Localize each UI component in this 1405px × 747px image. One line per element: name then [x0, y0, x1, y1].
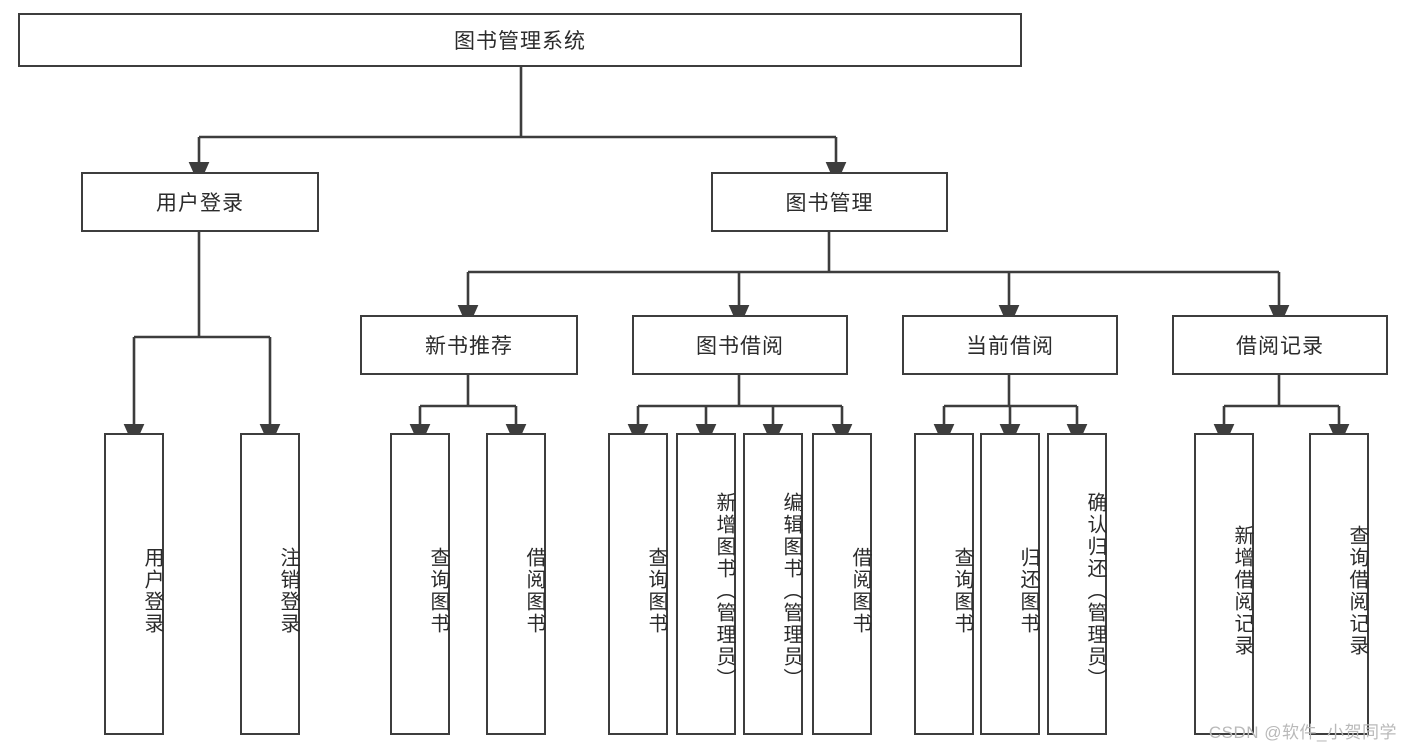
leaf-label: 借阅图书 — [849, 547, 871, 635]
node-book-management-label: 图书管理 — [785, 192, 874, 215]
leaf-label: 归还图书 — [1017, 547, 1039, 635]
leaf-label: 查询图书 — [951, 547, 973, 635]
leaf-label: 确认归还（管理员） — [1084, 492, 1106, 690]
node-root[interactable]: 图书管理系统 — [18, 13, 1022, 67]
node-current-borrow[interactable]: 当前借阅 — [902, 315, 1118, 375]
node-user-login[interactable]: 用户登录 — [81, 172, 319, 232]
node-user-login-label: 用户登录 — [156, 192, 244, 215]
node-current-borrow-label: 当前借阅 — [966, 335, 1054, 358]
leaf-user-login-signin[interactable]: 用户登录 — [104, 433, 164, 735]
leaf-borrow-borrow-book[interactable]: 借阅图书 — [812, 433, 872, 735]
leaf-record-query-record[interactable]: 查询借阅记录 — [1309, 433, 1369, 735]
node-root-label: 图书管理系统 — [454, 30, 586, 53]
node-book-borrow-label: 图书借阅 — [696, 335, 784, 358]
leaf-borrow-query-book[interactable]: 查询图书 — [608, 433, 668, 735]
leaf-borrow-edit-book[interactable]: 编辑图书（管理员） — [743, 433, 803, 735]
csdn-watermark: CSDN @软件_小贺同学 — [1208, 723, 1397, 742]
leaf-label: 编辑图书（管理员） — [780, 492, 802, 690]
node-new-book-recommend-label: 新书推荐 — [425, 335, 513, 358]
leaf-current-confirm-return[interactable]: 确认归还（管理员） — [1047, 433, 1107, 735]
leaf-label: 查询图书 — [645, 547, 667, 635]
leaf-current-query-book[interactable]: 查询图书 — [914, 433, 974, 735]
leaf-label: 查询借阅记录 — [1346, 525, 1368, 657]
leaf-borrow-add-book[interactable]: 新增图书（管理员） — [676, 433, 736, 735]
node-borrow-record-label: 借阅记录 — [1236, 335, 1324, 358]
leaf-recommend-borrow-book[interactable]: 借阅图书 — [486, 433, 546, 735]
leaf-label: 借阅图书 — [523, 547, 545, 635]
node-borrow-record[interactable]: 借阅记录 — [1172, 315, 1388, 375]
leaf-recommend-query-book[interactable]: 查询图书 — [390, 433, 450, 735]
leaf-current-return-book[interactable]: 归还图书 — [980, 433, 1040, 735]
leaf-record-add-record[interactable]: 新增借阅记录 — [1194, 433, 1254, 735]
node-book-borrow[interactable]: 图书借阅 — [632, 315, 848, 375]
leaf-label: 查询图书 — [427, 547, 449, 635]
leaf-user-login-signout[interactable]: 注销登录 — [240, 433, 300, 735]
leaf-label: 新增借阅记录 — [1231, 525, 1253, 657]
leaf-label: 新增图书（管理员） — [713, 492, 735, 690]
node-book-management[interactable]: 图书管理 — [711, 172, 948, 232]
node-new-book-recommend[interactable]: 新书推荐 — [360, 315, 578, 375]
leaf-label: 注销登录 — [277, 547, 299, 635]
leaf-label: 用户登录 — [141, 547, 163, 635]
